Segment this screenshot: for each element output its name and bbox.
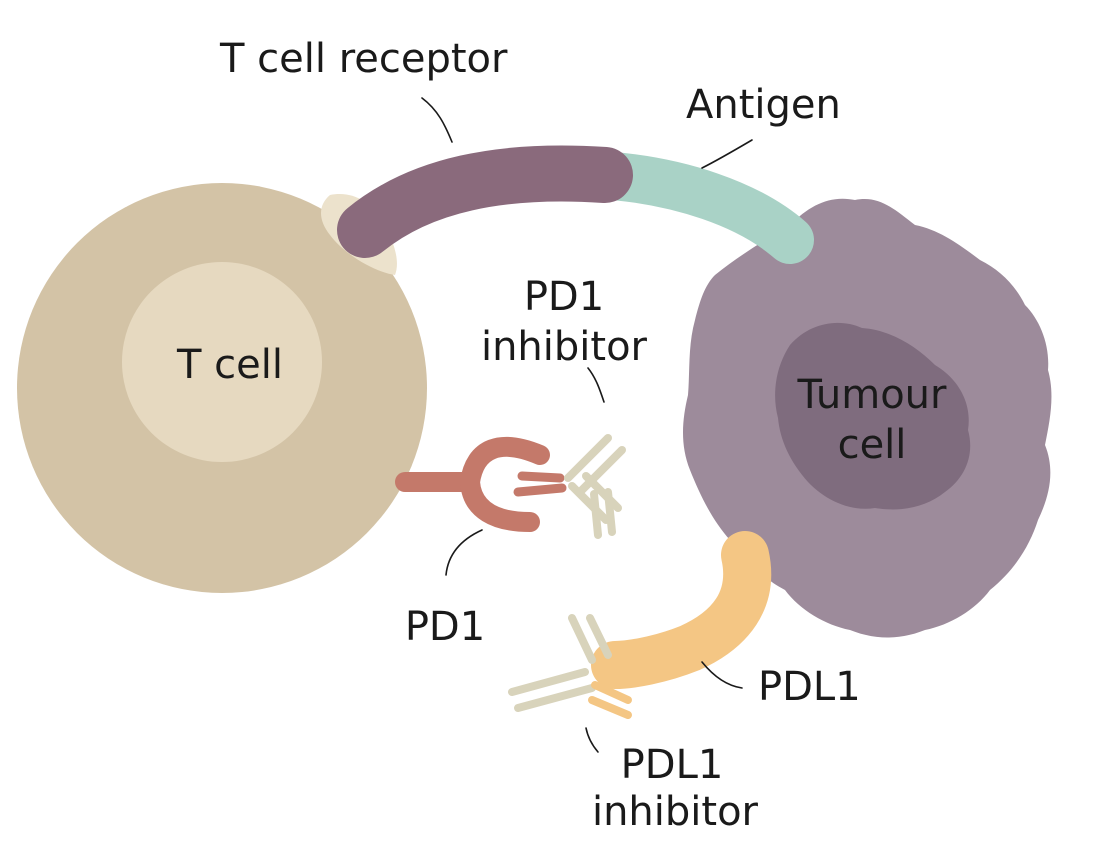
receptor-antigen-complex bbox=[337, 145, 814, 264]
t-cell-nucleus bbox=[122, 262, 322, 462]
tumour-cell bbox=[683, 198, 1052, 638]
pdl1-ligand bbox=[591, 531, 772, 689]
pd1-inhibitor-arm-2 bbox=[576, 446, 626, 496]
t-cell bbox=[17, 183, 427, 593]
antigen-leader bbox=[701, 139, 753, 169]
antigen-label: Antigen bbox=[686, 82, 841, 128]
t-cell-receptor-shape bbox=[337, 145, 633, 258]
pd1-inhibitor-stem-1 bbox=[590, 490, 602, 539]
pdl1-inhibitor-leader bbox=[585, 727, 599, 753]
pdl1-inhibitor-label-line1: PDL1 bbox=[621, 742, 724, 788]
tumour-cell-label-line1: Tumour bbox=[797, 372, 948, 418]
pd1-receptor bbox=[395, 437, 567, 532]
pdl1-inhibitor-stem-2 bbox=[588, 696, 632, 719]
pd1-inhibitor-leader bbox=[587, 367, 605, 403]
pdl1-inhibitor-label-line2: inhibitor bbox=[592, 789, 759, 835]
pdl1-leader bbox=[701, 661, 743, 689]
tumour-cell-label-line2: cell bbox=[838, 422, 907, 468]
t-cell-receptor-leader bbox=[421, 97, 453, 143]
pd1-arm-upper bbox=[517, 471, 565, 483]
pdl1-shape bbox=[591, 531, 772, 689]
pdl1-inhibitor-arm-2 bbox=[586, 614, 612, 659]
pd1-inhibitor-antibody bbox=[564, 434, 626, 539]
pd1-inhibitor-label-line2: inhibitor bbox=[481, 324, 648, 370]
pdl1-inhibitor-arm-4 bbox=[514, 684, 596, 712]
t-cell-label: T cell bbox=[176, 342, 283, 388]
pd1-inhibitor-label-line1: PD1 bbox=[524, 274, 604, 320]
pdl1-inhibitor-antibody bbox=[508, 614, 632, 719]
t-cell-receptor-label: T cell receptor bbox=[219, 36, 508, 82]
tumour-cell-nucleus bbox=[775, 322, 971, 510]
pdl1-inhibitor-arm-3 bbox=[508, 668, 589, 696]
pdl1-label: PDL1 bbox=[758, 664, 861, 710]
pdl1-inhibitor-arm-1 bbox=[568, 614, 596, 664]
pd1-arm-lower bbox=[513, 483, 567, 497]
leader-lines bbox=[421, 97, 753, 753]
pd1-inhibitor-arm-3 bbox=[568, 482, 610, 524]
pd1-inhibitor-stem-2 bbox=[604, 488, 616, 536]
pd1-inhibitor-arm-1 bbox=[564, 434, 612, 482]
pd1-leader bbox=[445, 529, 483, 576]
pd1-label: PD1 bbox=[405, 604, 485, 650]
pdl1-inhibitor-stem-1 bbox=[591, 681, 632, 704]
pd1-fork bbox=[459, 437, 550, 532]
